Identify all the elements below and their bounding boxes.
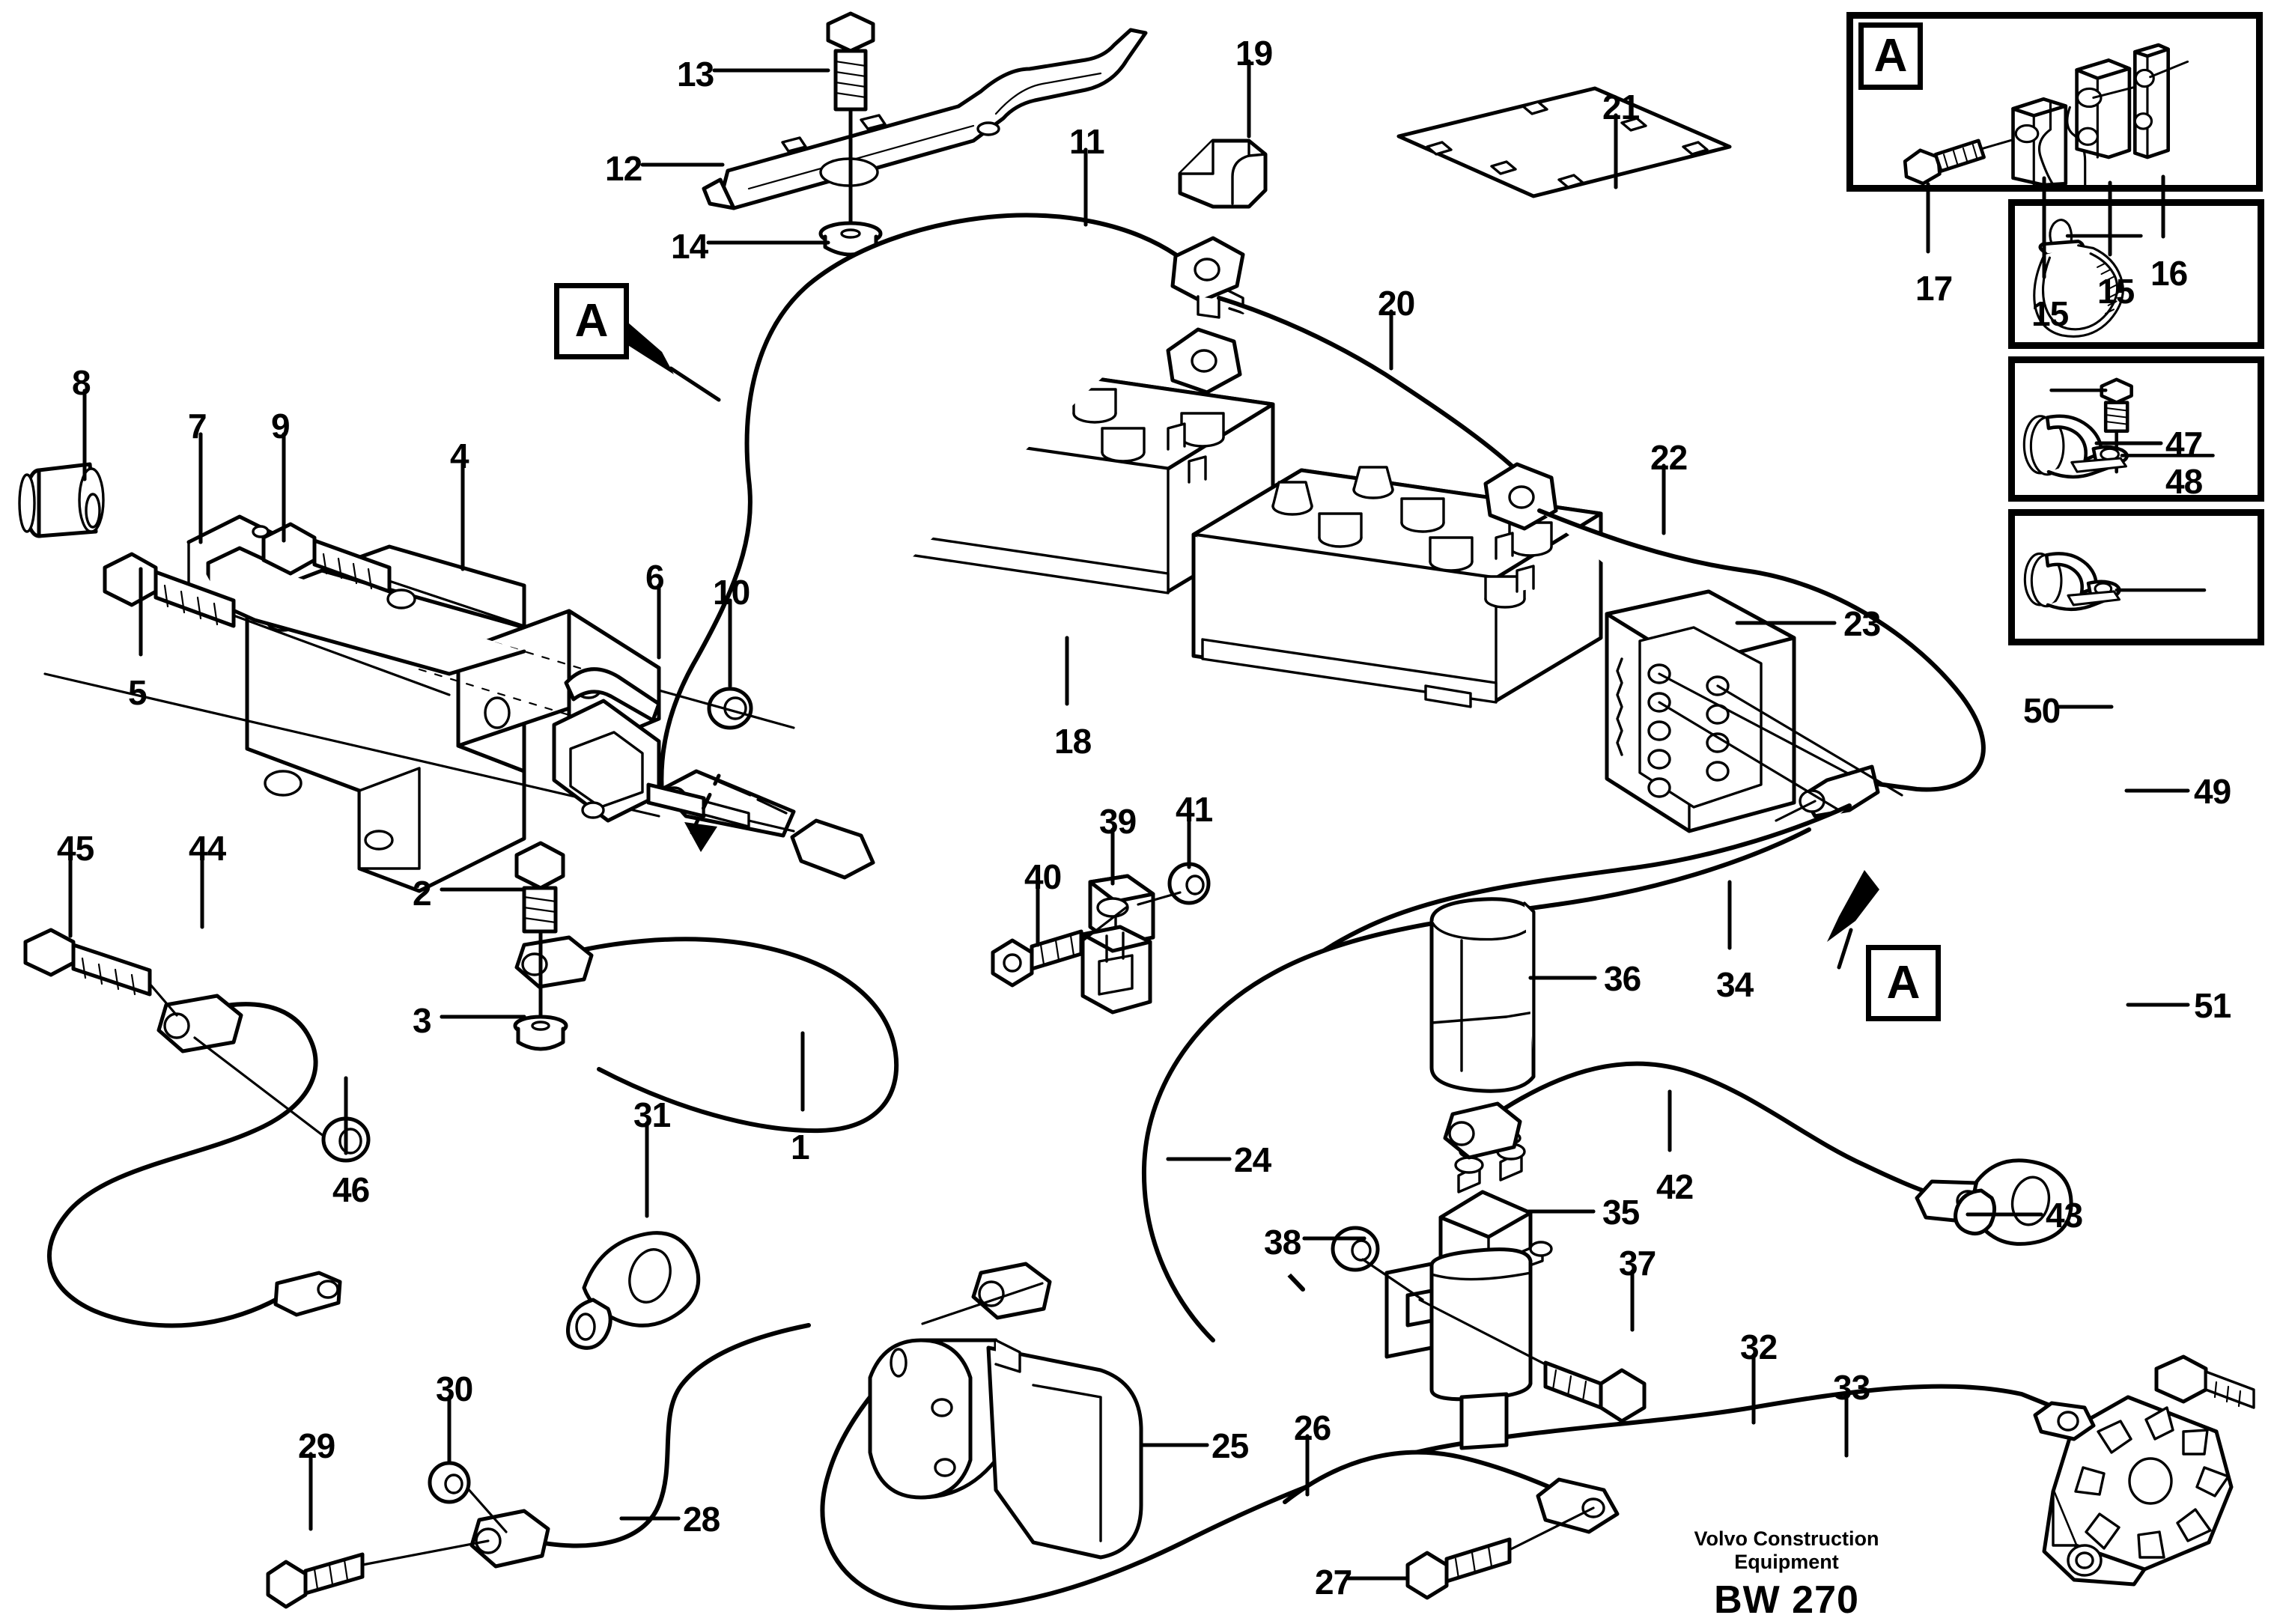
cable-22-lug bbox=[1775, 764, 1880, 822]
cable-1-lug-left bbox=[514, 935, 594, 989]
brand-line-2: Equipment bbox=[1734, 1551, 1839, 1574]
part-number-46: 46 bbox=[332, 1170, 370, 1209]
part-number-37: 37 bbox=[1619, 1244, 1656, 1283]
terminal-post-bracket-6 bbox=[43, 583, 795, 833]
part-number-22: 22 bbox=[1650, 438, 1688, 477]
cable-11-terminal bbox=[1170, 236, 1245, 319]
part-number-42: 42 bbox=[1656, 1167, 1694, 1206]
part-number-7: 7 bbox=[188, 407, 207, 445]
ground-cable-lug-right bbox=[273, 1271, 342, 1317]
part-number-12: 12 bbox=[605, 149, 642, 188]
bolt-37 bbox=[1543, 1269, 1647, 1423]
part-number-47: 47 bbox=[2165, 425, 2203, 463]
p-clamp-inset bbox=[2008, 509, 2264, 645]
part-number-28: 28 bbox=[683, 1500, 720, 1539]
part-number-40: 40 bbox=[1024, 857, 1062, 896]
cable-20 bbox=[1166, 296, 1558, 531]
part-number-43: 43 bbox=[2046, 1196, 2083, 1235]
part-number-16: 16 bbox=[2150, 254, 2188, 293]
part-number-45: 45 bbox=[57, 829, 94, 868]
part-number-15b: 15 bbox=[2097, 272, 2135, 311]
cable-26 bbox=[1283, 1434, 1620, 1534]
brand-block: Volvo Construction Equipment BW 270 bbox=[1689, 1527, 1884, 1623]
ground-cable-44 bbox=[46, 854, 347, 1328]
detail-a-callout-bottom: A bbox=[1866, 945, 1941, 1021]
part-number-38: 38 bbox=[1264, 1223, 1301, 1262]
starter-motor-25 bbox=[868, 1262, 1209, 1560]
part-number-5: 5 bbox=[128, 673, 148, 712]
part-number-6: 6 bbox=[645, 558, 665, 597]
part-number-31: 31 bbox=[633, 1095, 671, 1134]
terminal-protector-cap-19 bbox=[1178, 80, 1268, 209]
part-number-14: 14 bbox=[671, 227, 708, 266]
part-number-21: 21 bbox=[1602, 88, 1640, 127]
part-number-18: 18 bbox=[1054, 722, 1092, 761]
part-number-34: 34 bbox=[1716, 965, 1754, 1004]
cable-tie-inset bbox=[2008, 199, 2264, 349]
part-number-50: 50 bbox=[2023, 691, 2061, 730]
part-number-3: 3 bbox=[413, 1001, 432, 1040]
part-number-26: 26 bbox=[1294, 1408, 1331, 1447]
part-number-44: 44 bbox=[189, 829, 226, 868]
part-number-36: 36 bbox=[1604, 959, 1641, 998]
part-number-25: 25 bbox=[1212, 1426, 1249, 1465]
bolt-13 bbox=[826, 11, 875, 240]
part-number-15: 15 bbox=[2031, 294, 2069, 333]
brand-line-1: Volvo Construction bbox=[1694, 1527, 1879, 1550]
cable-11 bbox=[659, 148, 1245, 838]
part-number-13: 13 bbox=[677, 55, 714, 94]
part-number-32: 32 bbox=[1740, 1328, 1778, 1366]
battery-front-18 bbox=[1191, 466, 1603, 708]
part-number-30: 30 bbox=[436, 1369, 473, 1408]
part-number-33: 33 bbox=[1833, 1368, 1870, 1407]
part-number-41: 41 bbox=[1176, 790, 1213, 829]
terminal-boot-31 bbox=[566, 1121, 701, 1350]
relay-cover-36 bbox=[1429, 897, 1597, 1093]
part-number-20: 20 bbox=[1378, 284, 1415, 323]
bolt-45 bbox=[23, 854, 178, 1017]
part-number-29: 29 bbox=[298, 1426, 335, 1465]
terminal-block-23 bbox=[1605, 589, 1903, 833]
bolt-5 bbox=[103, 552, 451, 696]
part-number-23: 23 bbox=[1843, 604, 1881, 643]
part-number-39: 39 bbox=[1099, 802, 1137, 841]
part-number-27: 27 bbox=[1315, 1563, 1352, 1602]
part-number-48: 48 bbox=[2165, 462, 2203, 501]
section-arrow bbox=[684, 773, 721, 852]
part-number-17: 17 bbox=[1915, 269, 1953, 308]
part-number-19: 19 bbox=[1235, 34, 1273, 73]
part-number-4: 4 bbox=[450, 437, 469, 475]
part-number-1: 1 bbox=[791, 1128, 810, 1167]
battery-hold-down-clamp-12 bbox=[702, 28, 1148, 210]
cable-42-lug-left bbox=[1443, 1101, 1522, 1160]
drawing-number: BW 270 bbox=[1714, 1578, 1859, 1623]
cable-20-terminal-left bbox=[1166, 327, 1242, 395]
part-number-51: 51 bbox=[2194, 986, 2231, 1025]
detail-a-callout-top: A bbox=[554, 283, 629, 359]
part-number-2: 2 bbox=[413, 874, 432, 913]
bolt-9 bbox=[261, 432, 526, 627]
part-number-49: 49 bbox=[2194, 772, 2231, 811]
detail-a-inset-label: A bbox=[1858, 22, 1923, 90]
cable-1-lug-right bbox=[790, 818, 875, 880]
p-clamp-bolt-inset bbox=[2008, 356, 2264, 502]
part-number-9: 9 bbox=[271, 407, 291, 445]
detail-a-pointer-bottom bbox=[1827, 870, 1879, 970]
alternator-33 bbox=[1844, 1354, 2255, 1587]
part-number-24: 24 bbox=[1234, 1140, 1271, 1179]
part-number-35: 35 bbox=[1602, 1193, 1640, 1232]
cable-42 bbox=[1443, 1061, 1991, 1224]
detail-a-inset bbox=[1846, 12, 2263, 192]
part-number-8: 8 bbox=[72, 363, 91, 402]
